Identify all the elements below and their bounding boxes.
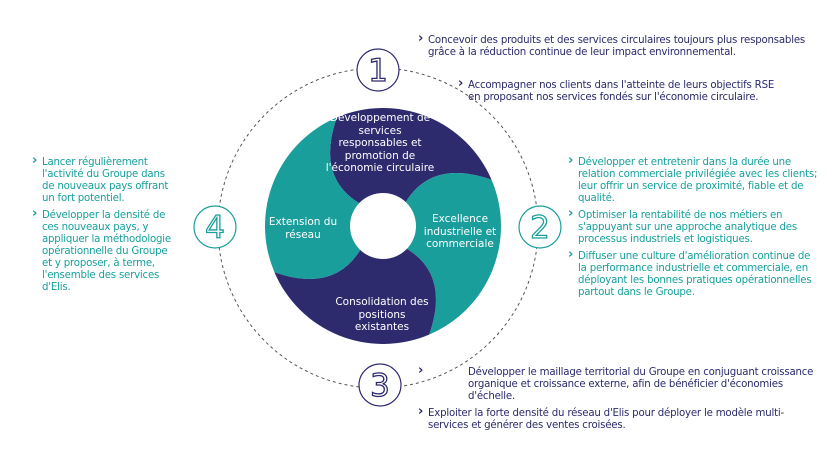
bullet-1-1: Concevoir des produits et des services c… xyxy=(418,33,805,59)
number-badge-4 xyxy=(193,205,237,249)
bullet-2-3: Diffuser une culture d'amélioration cont… xyxy=(568,249,818,299)
bullet-1-2: Accompagner nos clients dans l'atteinte … xyxy=(458,78,778,104)
blade-label-bottom: Consolidation des positions existantes xyxy=(335,296,429,333)
section-4-text: Lancer régulièrement l'activité du Group… xyxy=(32,155,172,299)
number-1: 1 xyxy=(368,53,388,89)
section-3-text: Développer le maillage territorial du Gr… xyxy=(418,365,818,437)
blade-left xyxy=(265,117,362,279)
bullet-3-1: Développer le maillage territorial du Gr… xyxy=(418,365,818,403)
number-badge-1 xyxy=(356,48,400,92)
blade-label-top: Développement de services responsables e… xyxy=(325,112,435,174)
blade-label-right: Excellence industrielle et commerciale xyxy=(423,213,497,250)
number-badge-2 xyxy=(518,205,562,249)
blade-label-left: Extension du réseau xyxy=(268,216,338,241)
blade-right xyxy=(404,173,501,335)
bullet-4-1: Lancer régulièrement l'activité du Group… xyxy=(32,155,172,205)
blade-top xyxy=(330,108,492,205)
bullet-4-2: Développer la densité de ces nouveaux pa… xyxy=(32,208,172,294)
bullet-2-2: Optimiser la rentabilité de nos métiers … xyxy=(568,208,818,246)
section-1-text: Concevoir des produits et des services c… xyxy=(418,33,805,64)
blade-bottom xyxy=(274,247,436,344)
bullet-2-1: Développer et entretenir dans la durée u… xyxy=(568,155,818,205)
bullet-3-2: Exploiter la forte densité du réseau d'E… xyxy=(418,406,818,432)
number-2: 2 xyxy=(530,210,550,246)
number-3: 3 xyxy=(370,368,390,404)
section-1-text-2: Accompagner nos clients dans l'atteinte … xyxy=(458,78,778,109)
section-2-text: Développer et entretenir dans la durée u… xyxy=(568,155,818,304)
center-hole xyxy=(350,193,416,259)
number-4: 4 xyxy=(205,210,225,246)
number-badge-3 xyxy=(358,363,402,407)
